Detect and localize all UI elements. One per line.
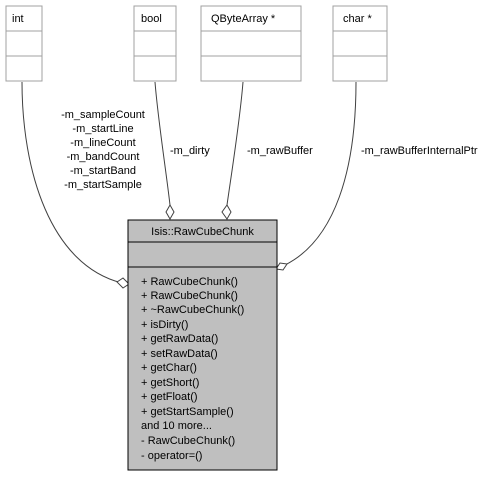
class-name: Isis::RawCubeChunk [151,226,254,238]
class-box-rawcubechunk[interactable]: Isis::RawCubeChunk + RawCubeChunk() + Ra… [127,219,278,471]
aggregation-diamond-bool [165,203,175,221]
edge-bool [154,81,171,206]
type-box-bool[interactable]: bool [133,5,177,82]
aggregation-diamond-qbytearray [221,204,232,220]
edge-char [284,81,357,266]
type-box-qbytearray[interactable]: QByteArray * [200,5,302,82]
type-box-int[interactable]: int [5,5,43,82]
edge-label-int-4: -m_startBand [70,165,136,177]
edge-qbytearray [226,81,244,206]
type-box-char[interactable]: char * [332,5,388,82]
method-8: + getFloat() [141,391,198,403]
method-9: + getStartSample() [141,406,234,418]
type-box-char-name: char * [343,13,372,25]
edge-label-char: -m_rawBufferInternalPtr [361,145,478,157]
method-5: + setRawData() [141,348,218,360]
edge-label-bool: -m_dirty [170,145,210,157]
method-2: + ~RawCubeChunk() [141,304,244,316]
aggregation-diamond-int [116,277,130,289]
method-4: + getRawData() [141,333,218,345]
method-12: - operator=() [141,450,202,462]
edge-label-int-3: -m_bandCount [67,151,140,163]
method-3: + isDirty() [141,319,188,331]
type-box-bool-name: bool [141,13,162,25]
edge-label-int-2: -m_lineCount [70,137,135,149]
method-0: + RawCubeChunk() [141,276,238,288]
type-box-qbytearray-name: QByteArray * [211,13,276,25]
edge-int [21,81,123,284]
aggregation-diamond-char [275,262,288,271]
method-6: + getChar() [141,362,197,374]
edge-label-int-1: -m_startLine [72,123,133,135]
method-1: + RawCubeChunk() [141,290,238,302]
method-11: - RawCubeChunk() [141,435,235,447]
method-more: and 10 more... [141,420,212,432]
method-7: + getShort() [141,377,199,389]
type-box-int-name: int [12,13,24,25]
edge-label-int-5: -m_startSample [64,179,142,191]
edge-label-int-0: -m_sampleCount [61,109,145,121]
edge-label-qbytearray: -m_rawBuffer [247,145,313,157]
